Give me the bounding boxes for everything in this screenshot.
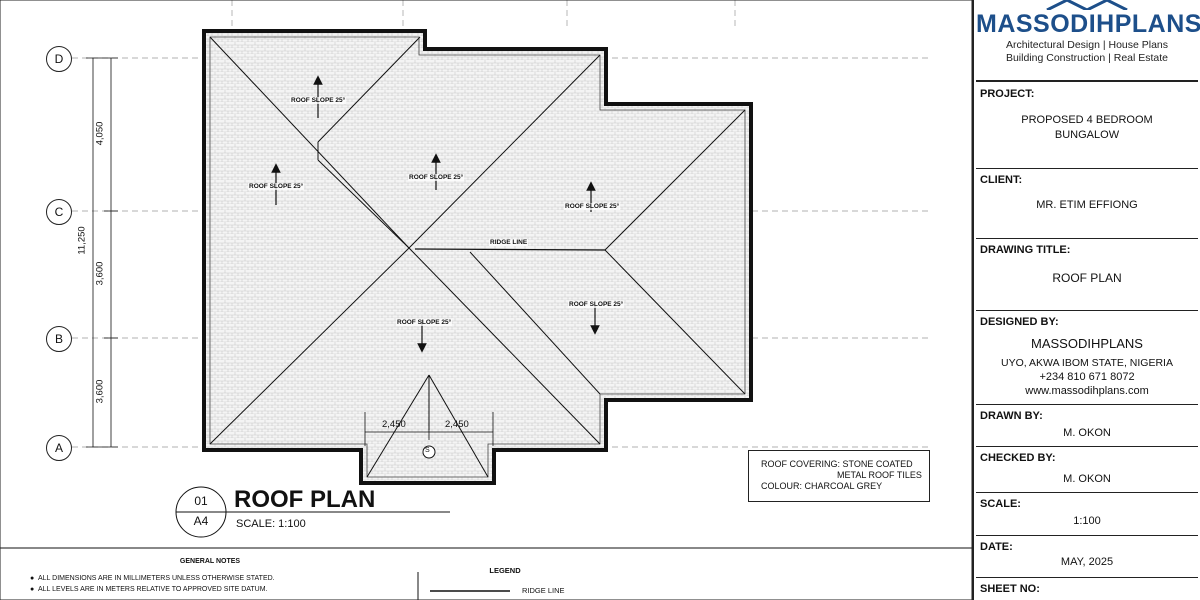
- ridge-line: [414, 248, 606, 251]
- checked-by-section: CHECKED BY: M. OKON: [976, 446, 1198, 493]
- dim-total: 11,250: [76, 226, 88, 255]
- designed-by-name: MASSODIHPLANS: [1031, 336, 1143, 351]
- checked-by-label: CHECKED BY:: [980, 452, 1056, 464]
- note-bullet: ●: [30, 575, 35, 582]
- drawing-title: ROOF PLAN: [234, 486, 376, 513]
- drawing-title-label: DRAWING TITLE:: [980, 244, 1071, 256]
- scale-label: SCALE:: [980, 498, 1021, 510]
- grid-bubble-d: D: [46, 46, 72, 72]
- scale-section: SCALE: 1:100: [976, 492, 1198, 536]
- covering-line-3: COLOUR: CHARCOAL GREY: [761, 481, 883, 491]
- project-section: PROJECT: PROPOSED 4 BEDROOM BUNGALOW: [976, 82, 1198, 169]
- notes-frame: [0, 547, 972, 600]
- date-label: DATE:: [980, 541, 1013, 553]
- drawn-by-label: DRAWN BY:: [980, 410, 1043, 422]
- sheet-no-label: SHEET NO:: [980, 583, 1040, 595]
- porch-dim-left: 2,450: [382, 419, 406, 430]
- legend-title: LEGEND: [489, 566, 521, 575]
- client-label: CLIENT:: [980, 174, 1023, 186]
- drawn-by-section: DRAWN BY: M. OKON: [976, 404, 1198, 447]
- designed-by-section: DESIGNED BY: MASSODIHPLANS UYO, AKWA IBO…: [976, 310, 1198, 405]
- porch-mark-label: S: [425, 447, 430, 454]
- vertical-dimensions: [86, 57, 118, 448]
- legend-ridge-line: RIDGE LINE: [522, 586, 565, 595]
- date-section: DATE: MAY, 2025: [976, 535, 1198, 578]
- title-block: [972, 0, 1200, 600]
- grid-bubble-c: C: [46, 199, 72, 225]
- logo-roof-icon: [1046, 0, 1128, 10]
- slope-label-1: ROOF SLOPE 25°: [290, 97, 347, 104]
- designed-by-label: DESIGNED BY:: [980, 316, 1059, 328]
- dim-c-b: 3,600: [94, 261, 106, 286]
- slope-label-3: ROOF SLOPE 25°: [408, 174, 465, 181]
- porch-mark: [422, 445, 436, 459]
- general-notes-title: GENERAL NOTES: [179, 558, 241, 565]
- drawing-title-value: ROOF PLAN: [1052, 271, 1122, 285]
- checked-by-value: M. OKON: [1063, 473, 1111, 485]
- slope-label-6: ROOF SLOPE 25°: [568, 301, 625, 308]
- client-section: CLIENT: MR. ETIM EFFIONG: [976, 168, 1198, 239]
- logo-name: MASSODIHPLANS: [976, 10, 1200, 38]
- grid-bubble-a: A: [46, 435, 72, 461]
- slope-label-4: ROOF SLOPE 25°: [564, 203, 621, 210]
- ridge-line-label: RIDGE LINE: [489, 239, 529, 246]
- general-note-2: ALL LEVELS ARE IN METERS RELATIVE TO APP…: [38, 586, 268, 593]
- designed-by-address: UYO, AKWA IBOM STATE, NIGERIA: [1001, 357, 1173, 369]
- drawing-sheet-ref: A4: [193, 514, 209, 528]
- sheet-no-section: SHEET NO:: [976, 577, 1198, 599]
- dim-b-a: 3,600: [94, 379, 106, 404]
- general-note-1: ALL DIMENSIONS ARE IN MILLIMETERS UNLESS…: [38, 575, 275, 582]
- scale-value: 1:100: [1073, 515, 1101, 527]
- title-bubble: [175, 486, 450, 538]
- logo-block: MASSODIHPLANS Architectural Design | Hou…: [976, 0, 1200, 82]
- client-value: MR. ETIM EFFIONG: [1036, 199, 1138, 211]
- drawn-by-value: M. OKON: [1063, 427, 1111, 439]
- covering-line-2: METAL ROOF TILES: [837, 470, 922, 480]
- logo-tagline-2: Building Construction | Real Estate: [1005, 52, 1169, 64]
- project-value-1: PROPOSED 4 BEDROOM: [1021, 114, 1153, 126]
- dim-d-c: 4,050: [94, 121, 106, 146]
- roof-covering-note: ROOF COVERING: STONE COATED METAL ROOF T…: [748, 450, 930, 502]
- logo-tagline-1: Architectural Design | House Plans: [1005, 39, 1169, 51]
- designed-by-website: www.massodihplans.com: [1025, 385, 1149, 397]
- roof-outline: [202, 29, 753, 485]
- drawing-number: 01: [194, 494, 208, 508]
- drawing-title-section: DRAWING TITLE: ROOF PLAN: [976, 238, 1198, 311]
- designed-by-phone: +234 810 671 8072: [1039, 371, 1135, 383]
- project-label: PROJECT:: [980, 88, 1035, 100]
- slope-label-5: ROOF SLOPE 25°: [396, 319, 453, 326]
- porch-dim-right: 2,450: [445, 419, 469, 430]
- drawing-scale: SCALE: 1:100: [236, 518, 306, 530]
- grid-bubble-b: B: [46, 326, 72, 352]
- covering-line-1: ROOF COVERING: STONE COATED: [761, 459, 913, 469]
- date-value: MAY, 2025: [1060, 556, 1114, 568]
- porch-dimension: [364, 412, 494, 446]
- note-bullet: ●: [30, 586, 35, 593]
- project-value-2: BUNGALOW: [1054, 129, 1120, 141]
- roof-plan-drawing: [0, 0, 972, 600]
- slope-label-2: ROOF SLOPE 25°: [248, 183, 305, 190]
